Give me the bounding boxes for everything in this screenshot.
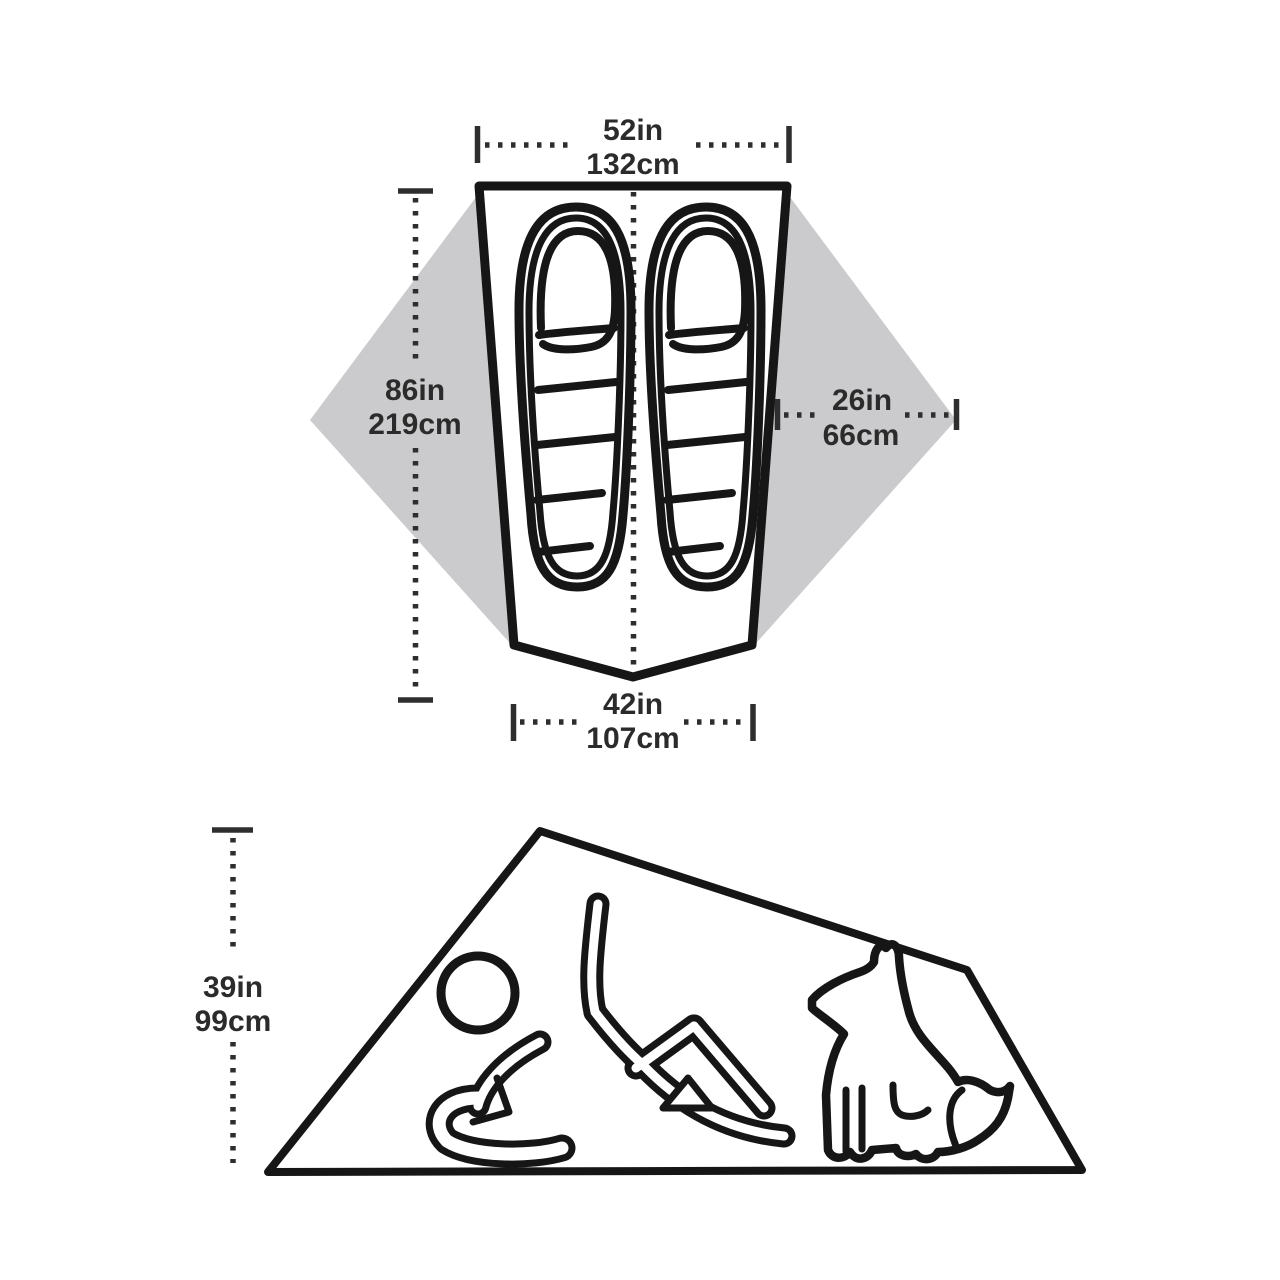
dim-floor-length-label-imperial: 86in	[385, 374, 445, 407]
person-head	[436, 951, 520, 1035]
dim-vestibule-depth: 26in 66cm	[774, 384, 960, 452]
dim-peak-height: 39in 99cm	[195, 827, 272, 1163]
person-figure	[425, 892, 796, 1168]
dog-figure	[807, 940, 1015, 1164]
vestibule-right-shape	[750, 193, 956, 650]
top-view: 52in 132cm 86in 219cm 26in 66cm	[310, 114, 960, 755]
person-forearm-detail	[469, 1074, 513, 1126]
dim-floor-length-label-metric: 219cm	[368, 408, 461, 441]
dim-top-width: 52in 132cm	[474, 114, 792, 181]
dim-peak-height-label-metric: 99cm	[195, 1005, 272, 1038]
dog-tucked-paw-line	[889, 1081, 932, 1120]
dim-top-width-label-imperial: 52in	[603, 114, 663, 147]
person-knee-gap	[659, 1074, 716, 1112]
dim-top-width-label-metric: 132cm	[586, 148, 679, 181]
dog-haunch-line	[946, 1086, 966, 1150]
dim-vestibule-depth-label-metric: 66cm	[823, 419, 900, 452]
dim-floor-length: 86in 219cm	[368, 188, 462, 703]
dim-bottom-width-label-imperial: 42in	[603, 688, 663, 721]
side-view: 39in 99cm	[195, 827, 1086, 1176]
dim-vestibule-depth-label-imperial: 26in	[832, 384, 892, 417]
dim-peak-height-label-imperial: 39in	[203, 971, 263, 1004]
vestibule-left-shape	[310, 193, 516, 650]
dim-bottom-width: 42in 107cm	[510, 688, 756, 755]
dim-bottom-width-label-metric: 107cm	[586, 722, 679, 755]
tent-floor-outline	[474, 181, 792, 682]
